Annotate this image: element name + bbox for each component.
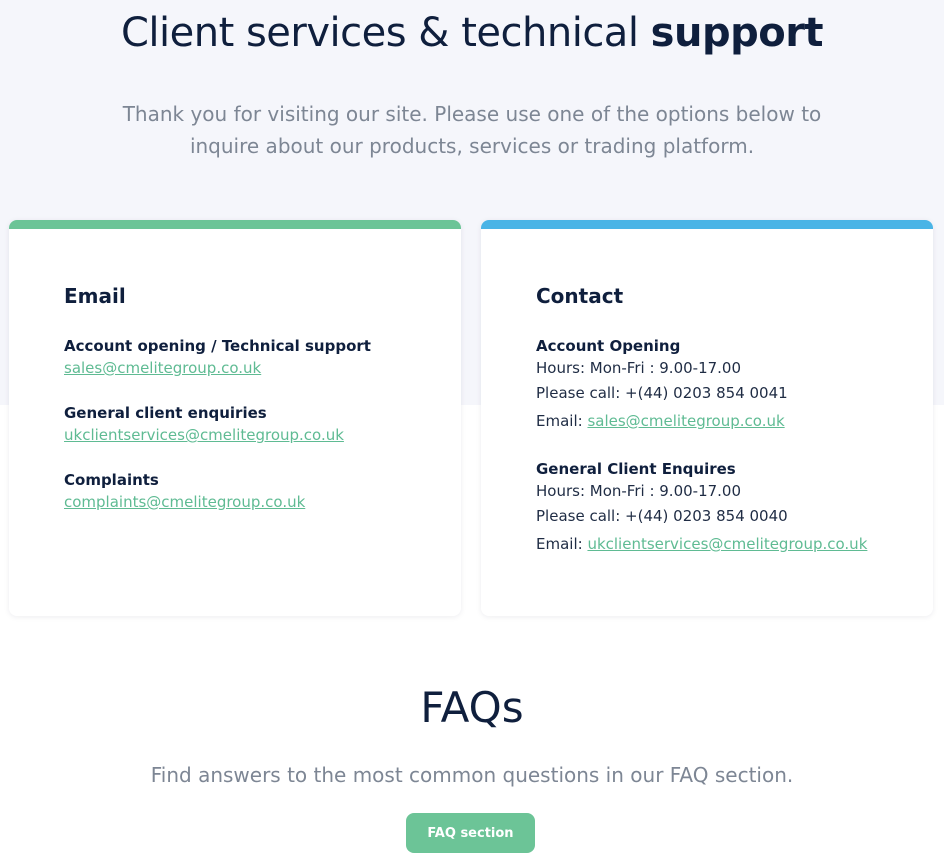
contact-card-accent-bar: [481, 220, 933, 229]
page-title: Client services & technical support: [0, 10, 944, 56]
contact-phone: Please call: +(44) 0203 854 0041: [536, 384, 788, 402]
email-link-ukclientservices[interactable]: ukclientservices@cmelitegroup.co.uk: [64, 426, 344, 444]
page-title-regular: Client services & technical: [120, 10, 651, 56]
contact-hours: Hours: Mon-Fri : 9.00-17.00: [536, 482, 742, 500]
contact-group-label: Account Opening: [536, 337, 681, 355]
faq-title: FAQs: [420, 683, 524, 732]
page-subtitle: Thank you for visiting our site. Please …: [122, 102, 822, 158]
contact-email-line: Email: sales@cmelitegroup.co.uk: [536, 407, 913, 435]
email-link-complaints[interactable]: complaints@cmelitegroup.co.uk: [64, 493, 306, 511]
email-card-title: Email: [64, 284, 126, 308]
email-card: Email Account opening / Technical suppor…: [9, 220, 461, 616]
email-group-label: Complaints: [64, 471, 159, 489]
contact-email-link-ukclientservices[interactable]: ukclientservices@cmelitegroup.co.uk: [587, 535, 868, 553]
email-group-label: General client enquiries: [64, 404, 267, 422]
contact-email-prefix: Email:: [536, 412, 588, 430]
contact-email-line: Email: ukclientservices@cmelitegroup.co.…: [536, 530, 913, 558]
faq-subtitle: Find answers to the most common question…: [150, 763, 794, 787]
faq-section-button[interactable]: FAQ section: [406, 813, 535, 853]
email-group-label: Account opening / Technical support: [64, 337, 371, 355]
contact-hours: Hours: Mon-Fri : 9.00-17.00: [536, 359, 742, 377]
contact-group-general-enquires: General Client Enquires Hours: Mon-Fri :…: [536, 458, 913, 558]
contact-phone: Please call: +(44) 0203 854 0040: [536, 507, 788, 525]
email-group-complaints: Complaints complaints@cmelitegroup.co.uk: [64, 469, 441, 513]
contact-group-label: General Client Enquires: [536, 460, 736, 478]
email-link-sales[interactable]: sales@cmelitegroup.co.uk: [64, 359, 262, 377]
email-group-account-opening: Account opening / Technical support sale…: [64, 335, 441, 379]
email-card-accent-bar: [9, 220, 461, 229]
contact-email-prefix: Email:: [536, 535, 588, 553]
contact-group-account-opening: Account Opening Hours: Mon-Fri : 9.00-17…: [536, 335, 913, 435]
page-title-bold: support: [650, 10, 824, 56]
email-group-general-enquiries: General client enquiries ukclientservice…: [64, 402, 441, 446]
contact-card-title: Contact: [536, 284, 624, 308]
contact-card: Contact Account Opening Hours: Mon-Fri :…: [481, 220, 933, 616]
contact-email-link-sales[interactable]: sales@cmelitegroup.co.uk: [587, 412, 785, 430]
